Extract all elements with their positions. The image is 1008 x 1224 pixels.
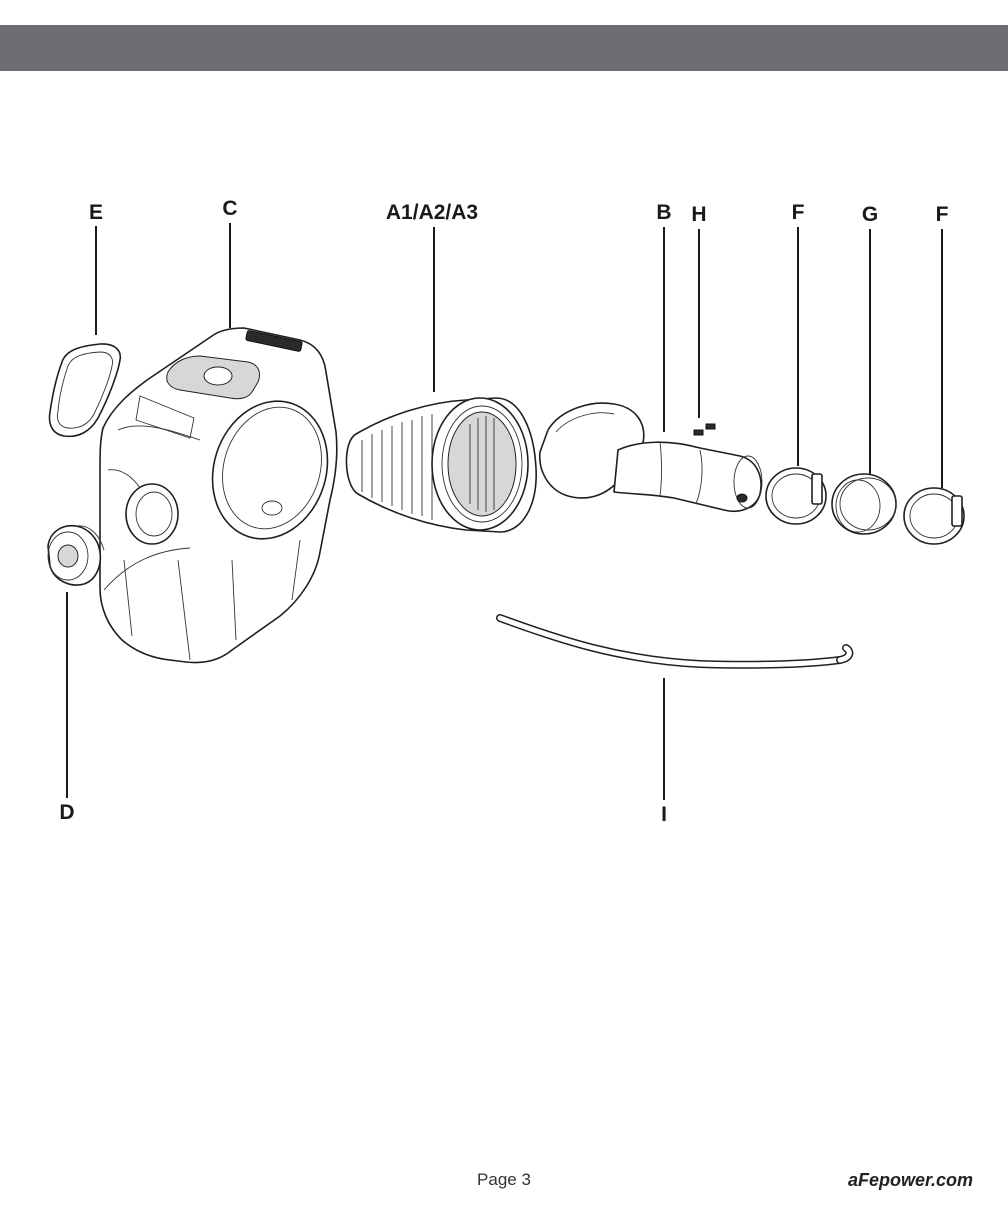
- label-d: D: [59, 801, 74, 824]
- label-a: A1/A2/A3: [386, 201, 478, 224]
- part-h-screws: [693, 423, 716, 436]
- part-e-seal: [48, 343, 122, 438]
- website-link[interactable]: aFepower.com: [847, 1170, 973, 1190]
- part-d-plug: [47, 524, 105, 586]
- part-a-filter: [345, 397, 537, 533]
- part-c-airbox: [99, 327, 338, 664]
- label-f2: F: [936, 203, 949, 226]
- part-i-hose: [496, 614, 854, 669]
- label-f1: F: [792, 201, 805, 224]
- page-number: Page 3: [477, 1170, 531, 1189]
- label-g: G: [862, 203, 878, 226]
- part-g-coupler: [831, 473, 897, 535]
- label-b: B: [656, 201, 671, 224]
- part-f2-clamp: [903, 487, 965, 545]
- label-e: E: [89, 201, 103, 224]
- label-h: H: [691, 203, 706, 226]
- label-c: C: [222, 197, 237, 220]
- label-i: I: [661, 803, 667, 826]
- header-bar: [0, 25, 1008, 71]
- part-b-tube: [539, 402, 763, 512]
- part-f1-clamp: [765, 467, 827, 525]
